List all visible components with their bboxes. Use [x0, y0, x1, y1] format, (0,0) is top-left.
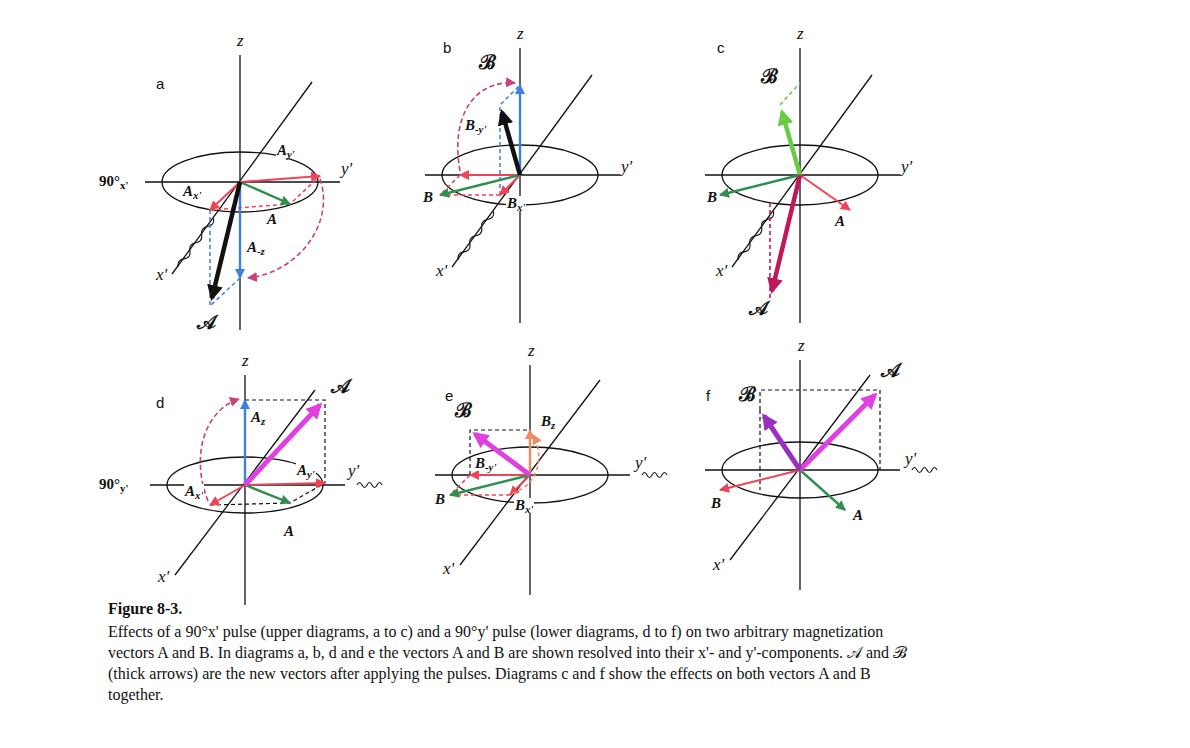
vector-label: Bx': [506, 196, 526, 211]
axis-label: z: [796, 25, 805, 42]
new-vector-label: ℬ: [760, 66, 779, 86]
new-vector-label: 𝒜: [880, 360, 901, 380]
vector-label: Ay': [296, 463, 316, 478]
axis-label: x': [157, 568, 170, 585]
vector-label: Az: [250, 410, 266, 425]
figure-caption: Effects of a 90°x' pulse (upper diagrams…: [108, 621, 923, 705]
axis-label: x': [442, 560, 455, 577]
vector-label: A: [852, 508, 864, 523]
axis-label: y': [904, 450, 917, 467]
new-vector-label: ℬ: [454, 400, 473, 420]
axis-label: y': [340, 160, 353, 177]
axis-label: z: [797, 337, 806, 354]
vector-label: A: [834, 214, 846, 229]
vector-label: B: [422, 190, 434, 205]
axis-label: x': [155, 266, 168, 283]
new-vector-label: ℬ: [478, 52, 497, 72]
new-vector-label: 𝒜: [330, 376, 351, 396]
axis-label: z: [516, 25, 525, 42]
axis-label: y': [620, 158, 633, 175]
vector-label: A-z: [246, 240, 266, 255]
axis-label: z: [241, 352, 250, 369]
vector-label: B: [434, 492, 446, 507]
axis-label: y': [347, 462, 360, 479]
vector-label: B-y': [474, 456, 497, 471]
panel-c: [705, 48, 900, 323]
panel-a: [145, 55, 340, 330]
vector-label: Ay': [276, 143, 296, 158]
pulse-label: 90°x': [98, 174, 129, 189]
axis-label: x': [435, 262, 448, 279]
panel-letter: e: [444, 388, 454, 403]
vector-label: Ax': [184, 484, 204, 499]
axis-label: z: [527, 342, 536, 359]
axis-label: z: [236, 32, 245, 49]
vector-label: Bx': [514, 498, 534, 513]
panel-letter: a: [155, 76, 165, 91]
panel-letter: c: [716, 40, 726, 55]
pulse-label: 90°y': [98, 477, 129, 492]
panel-letter: d: [155, 395, 165, 410]
panel-e: [435, 365, 667, 595]
panel-letter: f: [705, 388, 711, 403]
vector-label: A: [283, 524, 295, 539]
vector-label: B-y': [464, 118, 487, 133]
vector-label: Bz: [540, 414, 556, 429]
new-vector-label: ℬ: [738, 384, 757, 404]
panel-d: [150, 375, 382, 605]
panel-f: [705, 360, 937, 590]
vector-label: Ax': [182, 184, 202, 199]
figure-title: Figure 8-3.: [108, 600, 182, 618]
vector-label: A: [266, 212, 278, 227]
panel-b: [425, 48, 620, 323]
vector-label: B: [710, 496, 722, 511]
axis-label: y': [634, 454, 647, 471]
new-vector-label: 𝒜: [748, 298, 769, 318]
vector-label: B: [706, 190, 718, 205]
panel-letter: b: [442, 40, 452, 55]
new-vector-label: 𝒜: [196, 312, 217, 332]
axis-label: x': [712, 556, 725, 573]
axis-label: y': [900, 158, 913, 175]
axis-label: x': [715, 262, 728, 279]
